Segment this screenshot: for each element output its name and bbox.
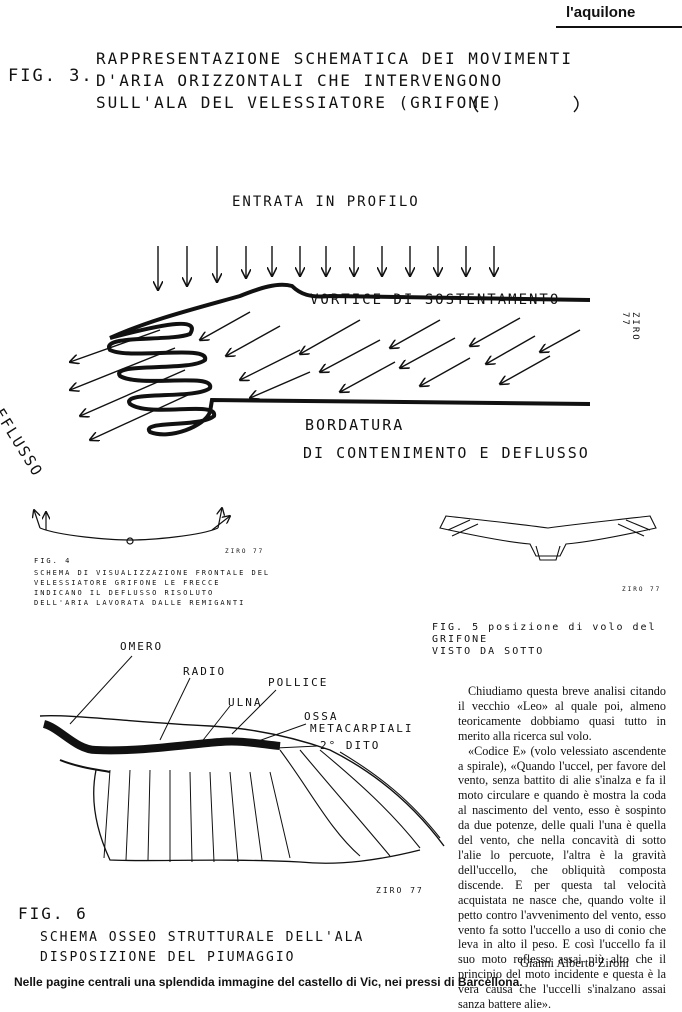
fig4-label: FIG. 4 bbox=[34, 557, 72, 565]
fig3-title-bracket-close bbox=[573, 95, 579, 113]
label-secondo-dito: 2° DITO bbox=[320, 739, 381, 752]
article-author: Gianni Alberto Zironi bbox=[520, 956, 630, 970]
label-omero: OMERO bbox=[120, 640, 164, 653]
article-body: Chiudiamo questa breve analisi citando i… bbox=[458, 684, 666, 1012]
fig6-label: FIG. 6 bbox=[18, 904, 88, 923]
label-ulna: ULNA bbox=[228, 696, 263, 709]
fig6-wing-skeleton bbox=[39, 655, 445, 864]
label-bordatura: BORDATURA bbox=[305, 416, 405, 434]
fig3-diagonal-arrows bbox=[70, 311, 581, 440]
fig5-griffon-from-below bbox=[439, 515, 657, 561]
fig4-caption: SCHEMA DI VISUALIZZAZIONE FRONTALE DEL V… bbox=[34, 569, 271, 607]
fig3-wing-feathers bbox=[107, 321, 591, 437]
fig5-signature: ZIRO 77 bbox=[622, 586, 662, 593]
fig6-caption-line-2: DISPOSIZIONE DEL PIUMAGGIO bbox=[40, 950, 296, 965]
fig3-wing-profile-top bbox=[109, 282, 591, 340]
fig3-title: RAPPRESENTAZIONE SCHEMATICA DEI MOVIMENT… bbox=[96, 48, 573, 114]
fig5-caption-line-2: VISTO DA SOTTO bbox=[432, 646, 545, 657]
fig3-title-line-3: SULL'ALA DEL VELESSIATORE (GRIFONE) bbox=[96, 93, 504, 112]
label-radio: RADIO bbox=[183, 665, 227, 678]
fig5-caption-line-1: FIG. 5 posizione di volo del GRIFONE bbox=[432, 622, 657, 645]
masthead-rule bbox=[556, 26, 682, 28]
fig6-caption-line-1: SCHEMA OSSEO STRUTTURALE DELL'ALA bbox=[40, 930, 365, 945]
fig4-frontal-diagram bbox=[34, 508, 230, 545]
fig3-title-line-1: RAPPRESENTAZIONE SCHEMATICA DEI MOVIMENT… bbox=[96, 49, 573, 68]
fig3-label: FIG. 3. bbox=[8, 66, 94, 86]
label-ossa: OSSA bbox=[304, 710, 339, 723]
article-paragraph: Chiudiamo questa breve analisi citando i… bbox=[458, 684, 666, 743]
footer-caption: Nelle pagine centrali una splendida imma… bbox=[14, 975, 523, 989]
fig3-down-arrows bbox=[158, 246, 494, 290]
fig3-title-bracket bbox=[473, 95, 479, 113]
label-contenimento: DI CONTENIMENTO E DEFLUSSO bbox=[303, 444, 590, 462]
fig4-signature: ZIRO 77 bbox=[225, 548, 265, 555]
label-pollice: POLLICE bbox=[268, 676, 329, 689]
fig6-signature: ZIRO 77 bbox=[376, 886, 424, 895]
article-paragraph: «Codice E» (volo velessiato ascendente a… bbox=[458, 743, 666, 1012]
label-metacarpiali: METACARPIALI bbox=[310, 722, 414, 735]
label-entrata: ENTRATA IN PROFILO bbox=[232, 194, 420, 210]
masthead: l'aquilone bbox=[566, 4, 636, 21]
fig3-title-line-2: D'ARIA ORIZZONTALI CHE INTERVENGONO bbox=[96, 71, 504, 90]
